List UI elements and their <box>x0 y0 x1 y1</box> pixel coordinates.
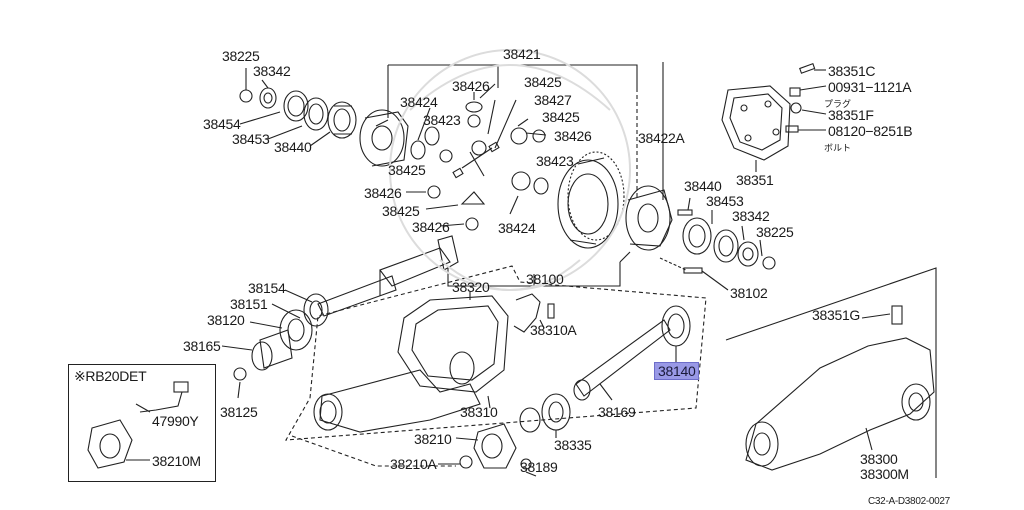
part-label-highlighted[interactable]: 38140 <box>654 362 700 380</box>
part-label: 08120−8251B <box>828 123 913 139</box>
part-label: 38310 <box>460 404 498 420</box>
part-label: 38125 <box>220 404 258 420</box>
inset-title: ※RB20DET <box>74 368 147 384</box>
part-label: 38453 <box>232 131 270 147</box>
part-label: 38189 <box>520 459 558 475</box>
part-label: 38165 <box>183 338 221 354</box>
part-label: 38154 <box>248 280 286 296</box>
part-label: 38426 <box>554 128 592 144</box>
part-label: 38440 <box>274 139 312 155</box>
part-label: 38335 <box>554 437 592 453</box>
watermark-emblem <box>389 49 631 291</box>
variant-inset-box <box>68 364 216 482</box>
snap-ring-shape <box>239 89 253 103</box>
part-label: 38427 <box>534 92 572 108</box>
part-label: 38300M <box>860 466 909 482</box>
part-label: 38454 <box>203 116 241 132</box>
part-label: 38422A <box>638 130 685 146</box>
part-label: 38100 <box>526 271 564 287</box>
part-label: 38453 <box>706 193 744 209</box>
part-label: 38169 <box>598 404 636 420</box>
part-label: 38423 <box>536 153 574 169</box>
part-label: 38300 <box>860 451 898 467</box>
part-label: 38342 <box>732 208 770 224</box>
part-label: 47990Y <box>152 413 199 429</box>
part-label: 38425 <box>382 203 420 219</box>
part-label: 38425 <box>524 74 562 90</box>
part-label: 38424 <box>400 94 438 110</box>
part-label: 38342 <box>253 63 291 79</box>
part-label: 38426 <box>452 78 490 94</box>
part-label: 00931−1121A <box>828 79 912 95</box>
part-label: 38351 <box>736 172 774 188</box>
part-label: 38351C <box>828 63 876 79</box>
part-label: 38351G <box>812 307 861 323</box>
part-label: 38225 <box>756 224 794 240</box>
part-label: 38425 <box>388 162 426 178</box>
part-label: 38440 <box>684 178 722 194</box>
part-label: 38426 <box>364 185 402 201</box>
part-label: 38425 <box>542 109 580 125</box>
part-label: 38310A <box>530 322 577 338</box>
part-label: 38210A <box>390 456 437 472</box>
part-note: プラグ <box>824 99 852 109</box>
part-label: 38120 <box>207 312 245 328</box>
part-label: 38424 <box>498 220 536 236</box>
part-label: 38351F <box>828 107 874 123</box>
part-label: 38423 <box>423 112 461 128</box>
part-note: ボルト <box>824 143 852 153</box>
part-label: 38210M <box>152 453 201 469</box>
part-label: 38210 <box>414 431 452 447</box>
part-label: 38225 <box>222 48 260 64</box>
part-label: 38320 <box>452 279 490 295</box>
diagram-code: C32-A-D3802-0027 <box>868 496 950 507</box>
part-label: 38151 <box>230 296 268 312</box>
part-label: 38102 <box>730 285 768 301</box>
part-label: 38421 <box>503 46 541 62</box>
part-label: 38426 <box>412 219 450 235</box>
